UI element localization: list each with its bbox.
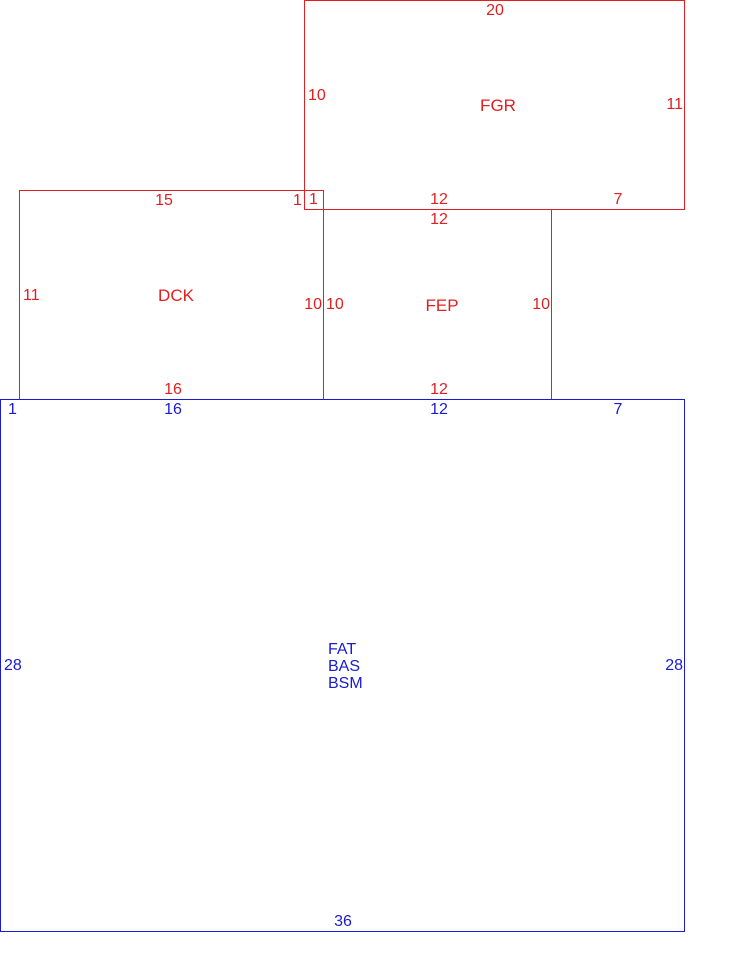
main-box [0, 399, 685, 932]
main-right-label: 28 [665, 657, 683, 674]
fep-name: FEP [425, 296, 459, 315]
dck-bottom-label: 16 [164, 381, 182, 398]
fep-right-label: 10 [532, 296, 550, 313]
fep-left-label: 10 [326, 296, 344, 313]
fep-bottom-label: 12 [430, 381, 448, 398]
main-corner-label: 1 [8, 401, 17, 418]
dck-right-label: 10 [304, 296, 322, 313]
dck-name: DCK [158, 286, 194, 305]
fgr-corner-label: 1 [309, 191, 318, 208]
main-top-label-b: 12 [430, 401, 448, 418]
fgr-bottom-label-a: 12 [430, 191, 448, 208]
main-bottom-label: 36 [334, 913, 352, 930]
main-room-names: FAT BAS BSM [328, 641, 363, 692]
dck-left-label: 11 [23, 287, 40, 304]
fep-top-label: 12 [430, 211, 448, 228]
main-name-2: BAS [328, 658, 361, 675]
fgr-right-label: 11 [666, 96, 683, 113]
main-top-label-a: 16 [164, 401, 182, 418]
main-left-label: 28 [4, 657, 22, 674]
fgr-top-label: 20 [486, 2, 504, 19]
dck-top-label: 15 [155, 192, 173, 209]
main-top-label-c: 7 [613, 401, 623, 418]
fgr-bottom-label-b: 7 [613, 191, 623, 208]
fgr-left-label: 10 [308, 87, 326, 104]
main-name-1: FAT [328, 641, 357, 658]
fgr-name: FGR [480, 96, 516, 115]
dck-corner-label: 1 [293, 192, 302, 209]
main-name-3: BSM [328, 675, 363, 692]
